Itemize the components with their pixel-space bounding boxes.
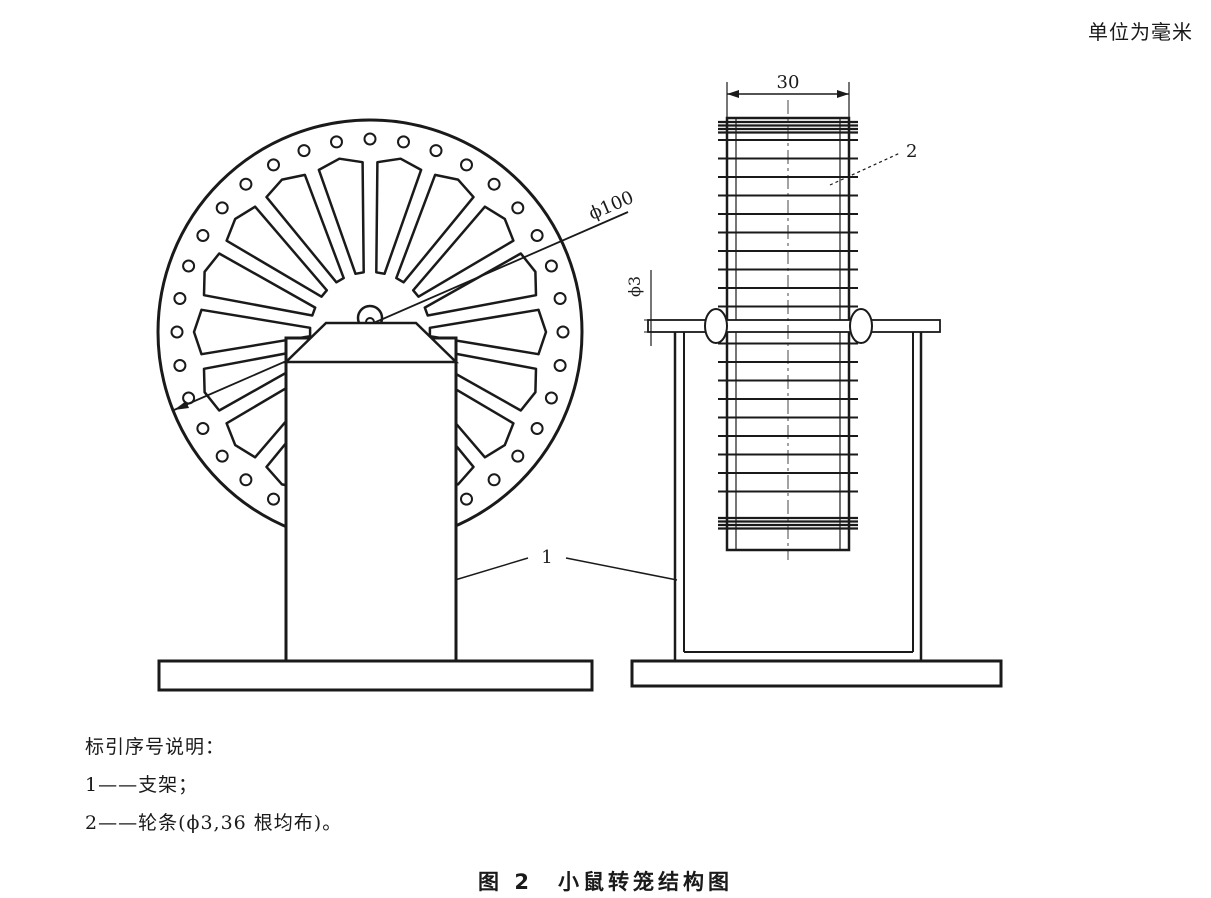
rim-hole: [429, 144, 443, 158]
rim-hole: [196, 229, 210, 242]
wheel-slot: [411, 205, 515, 298]
rod-dimension-label: ϕ3: [625, 276, 644, 297]
wheel-slot: [423, 252, 538, 317]
rim-hole: [487, 177, 501, 191]
wheel-slot: [192, 308, 312, 356]
callout-2-label: 2: [906, 141, 917, 162]
rim-hole: [363, 132, 377, 146]
callout-1-leader-right: [565, 557, 678, 581]
rim-hole: [170, 325, 184, 339]
front-stand-body: [284, 336, 458, 665]
wheel-slot: [375, 157, 423, 276]
callout-1-label: 1: [541, 547, 552, 568]
rim-hole: [460, 492, 473, 506]
rim-hole: [215, 201, 229, 215]
front-stand-top: [282, 321, 460, 364]
rim-hole: [511, 449, 525, 463]
rim-hole: [553, 359, 567, 372]
rim-hole: [215, 449, 229, 463]
rim-hole: [556, 325, 570, 339]
figure-caption: 图 2 小鼠转笼结构图: [478, 870, 733, 894]
axle-nut-left: [704, 308, 728, 344]
diameter-dimension-line: [173, 211, 629, 411]
legend-item-1: 1——支架；: [85, 774, 199, 796]
legend-item-2: 2——轮条(ϕ3,36 根均布)。: [85, 812, 343, 834]
diameter-arrow: [174, 401, 189, 410]
rim-hole: [330, 135, 343, 149]
callout-1-leader-left: [454, 557, 529, 581]
wheel-slot: [317, 157, 365, 276]
width-dimension-label: 30: [777, 72, 800, 93]
front-base: [157, 659, 594, 692]
rim-hole: [397, 135, 410, 149]
rim-hole: [460, 158, 473, 172]
wheel-slot: [265, 173, 345, 284]
rim-hole: [544, 391, 558, 405]
rim-hole: [544, 259, 558, 273]
rim-hole: [173, 292, 187, 305]
wheel-slot: [225, 205, 329, 298]
side-view: [454, 82, 1003, 688]
axle: [647, 319, 941, 333]
unit-note: 单位为毫米: [1088, 20, 1193, 44]
rim-hole: [182, 259, 196, 273]
side-base: [630, 659, 1003, 688]
wheel-slot: [428, 308, 548, 356]
rim-hole: [267, 492, 280, 506]
rim-hole: [239, 473, 253, 487]
rim-hole: [553, 292, 567, 305]
wheel-slot: [202, 252, 317, 317]
rim-hole: [267, 158, 280, 172]
rim-hole: [173, 359, 187, 372]
rim-hole: [511, 201, 525, 215]
rim-hole: [487, 473, 501, 487]
rim-hole: [239, 177, 253, 191]
legend-title: 标引序号说明：: [85, 736, 226, 758]
rim-hole: [530, 229, 544, 242]
rim-hole: [196, 422, 210, 435]
axle-nut-right: [849, 308, 873, 344]
front-view: [156, 118, 629, 692]
rim-hole: [530, 422, 544, 435]
wheel-slot: [395, 173, 475, 284]
rim-hole: [297, 144, 311, 158]
callout-2-leader: [829, 152, 901, 186]
